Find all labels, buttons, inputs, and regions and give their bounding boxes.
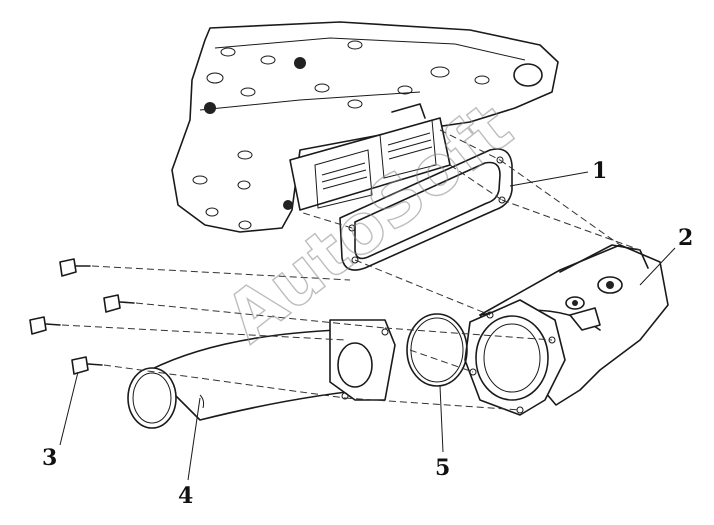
part-3-bolts bbox=[29, 258, 135, 375]
alignment-lines bbox=[61, 129, 641, 411]
leader-lines bbox=[59, 171, 676, 481]
callout-3: 3 bbox=[42, 445, 57, 471]
callout-4: 4 bbox=[178, 483, 193, 509]
cylinder-head bbox=[171, 21, 559, 233]
bolt-4 bbox=[71, 356, 103, 375]
bolt-3 bbox=[29, 316, 61, 335]
part-2-elbow-housing bbox=[464, 244, 669, 416]
part-1-flange-gasket bbox=[339, 148, 513, 271]
part-4-tube-pipe bbox=[127, 319, 396, 429]
bolt-1 bbox=[59, 258, 91, 277]
bolt-2 bbox=[103, 294, 135, 313]
part-5-o-ring bbox=[406, 313, 468, 387]
callout-5: 5 bbox=[435, 455, 450, 481]
callout-2: 2 bbox=[678, 225, 693, 251]
callout-1: 1 bbox=[592, 158, 607, 184]
